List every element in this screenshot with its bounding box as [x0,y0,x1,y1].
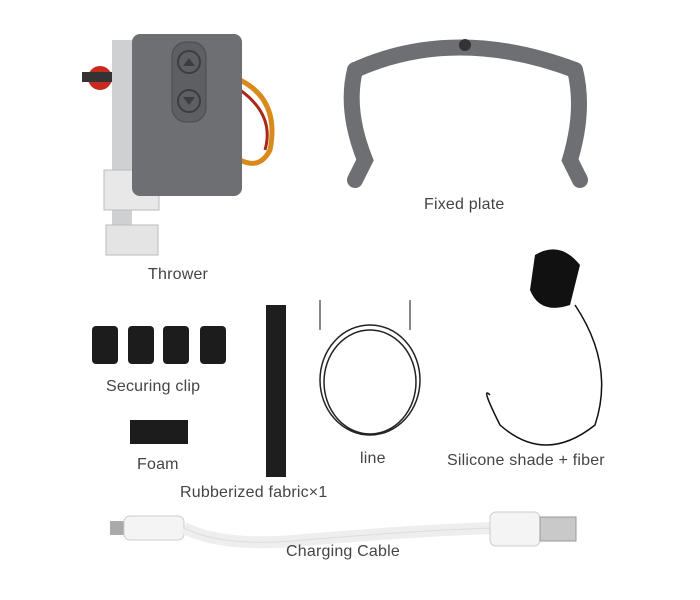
fixed-plate [343,39,588,188]
label-charging-cable: Charging Cable [286,543,400,560]
label-line: line [360,450,386,467]
label-rubberized-fabric: Rubberized fabric×1 [180,484,328,501]
label-silicone-shade: Silicone shade + fiber [447,452,605,469]
label-securing-clip: Securing clip [106,378,201,395]
rubberized-fabric [266,305,286,477]
foam-pads [130,420,188,444]
silicone-shade-fiber [485,249,603,446]
charging-cable [110,511,577,549]
line-wires [319,300,421,436]
thrower-device [82,34,275,256]
label-foam: Foam [137,456,179,473]
label-thrower: Thrower [148,266,209,283]
label-fixed-plate: Fixed plate [424,196,505,213]
securing-clips [92,326,226,364]
